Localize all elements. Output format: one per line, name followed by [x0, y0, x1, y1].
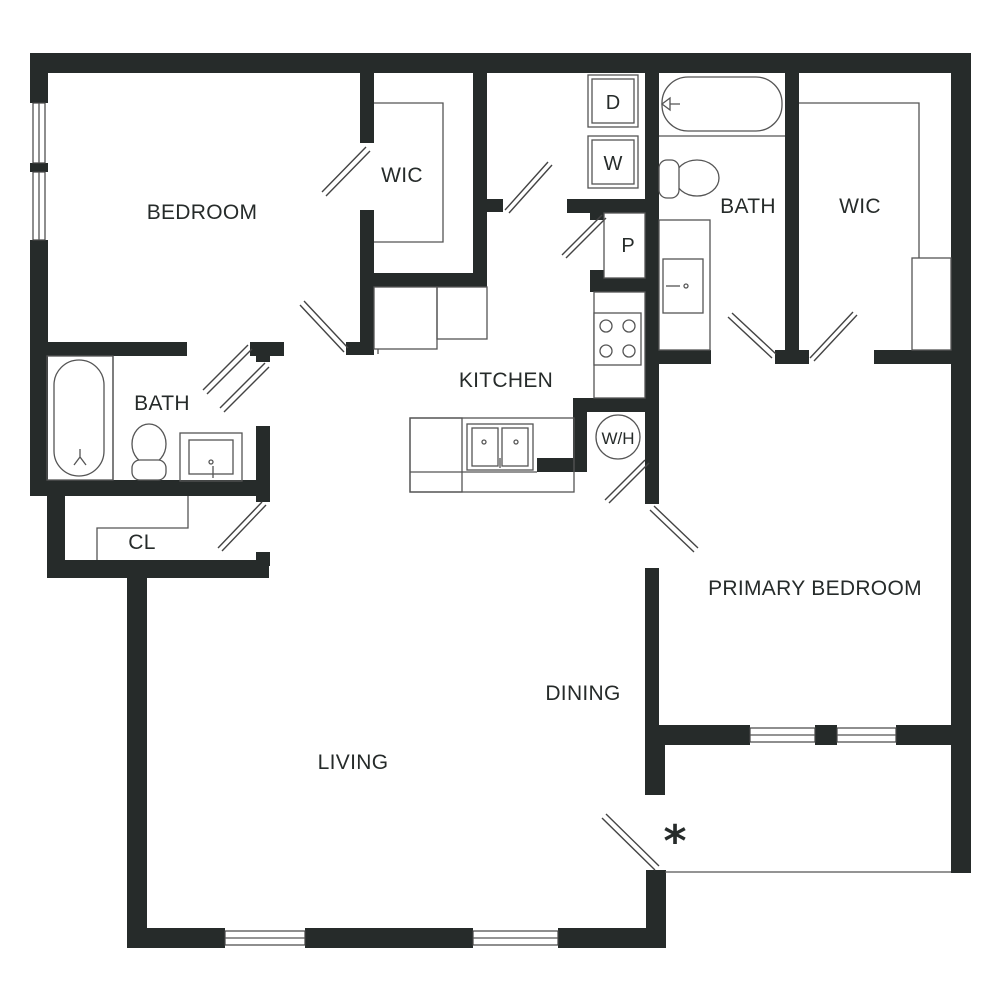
wall-bath-wic-divider — [785, 73, 799, 363]
wall-left-2 — [30, 163, 48, 172]
walls — [30, 53, 971, 948]
wall-kitchen-door-post — [473, 199, 503, 212]
wic-right-shelf — [799, 102, 920, 258]
wall-primary-bottom-1 — [645, 725, 750, 745]
sink-counter — [409, 417, 575, 493]
appliance-label-pantry: P — [621, 235, 634, 257]
wall-wh-top — [573, 398, 659, 412]
kitchen-cabinet — [436, 286, 488, 340]
dryer — [587, 74, 639, 128]
door-wic-right — [809, 311, 854, 359]
room-label-wic-right: WIC — [839, 195, 881, 218]
room-label-closet: CL — [128, 531, 155, 554]
wall-primary-left-top — [645, 350, 659, 462]
wall-bath-bottom — [30, 480, 270, 496]
room-label-bedroom: BEDROOM — [147, 201, 258, 224]
room-label-kitchen: KITCHEN — [459, 369, 553, 392]
fixtures — [46, 74, 952, 560]
range — [593, 312, 642, 366]
door-wic-left — [321, 146, 367, 193]
wall-closet-left — [47, 485, 65, 578]
door-primary — [649, 509, 695, 553]
wall-closet-bottom — [47, 560, 269, 578]
water-heater — [595, 414, 641, 460]
door-pantry — [561, 214, 603, 256]
wall-primary-left-mid — [645, 458, 659, 504]
door-patio — [601, 817, 656, 871]
windows — [32, 102, 897, 946]
wall-cl-post — [256, 552, 270, 566]
wall-wic-right — [473, 73, 487, 287]
closet-rod — [96, 496, 189, 560]
tub-left — [53, 359, 105, 477]
wall-bath-wic-post — [775, 350, 809, 364]
wall-pantry-bottom — [590, 278, 657, 292]
wall-living-left — [127, 572, 147, 947]
wall-living-right-low — [646, 870, 666, 948]
toilet-left — [131, 423, 167, 465]
door-kitchen-laundry — [504, 161, 549, 211]
room-label-bath-right: BATH — [720, 195, 776, 218]
patio-marker: * — [663, 816, 686, 867]
wall-bath-r-bottom — [645, 350, 711, 364]
wall-left-1 — [30, 53, 48, 103]
wall-bath-right-post — [256, 426, 270, 502]
wall-wic-r-bottom — [874, 350, 964, 364]
room-label-living: LIVING — [318, 751, 389, 774]
wall-wic-door-post — [346, 342, 374, 355]
wall-bottom-1 — [127, 928, 225, 948]
wic-right-shelf-box — [911, 257, 952, 351]
burner-1 — [599, 319, 613, 333]
labels: BEDROOM WIC BATH CL KITCHEN BATH WIC PRI… — [128, 92, 922, 867]
dishwasher — [409, 417, 463, 493]
wall-wh-left — [573, 398, 587, 472]
wall-wic-bottom — [360, 273, 487, 287]
vanity-left — [179, 432, 243, 482]
door-bath-left-1 — [202, 344, 249, 391]
wall-wic-left-top — [360, 73, 374, 143]
wall-bedroom-bath — [47, 342, 187, 356]
wall-pantry-left-top — [590, 199, 604, 220]
pantry-shelf — [603, 212, 646, 279]
doors — [202, 146, 858, 871]
wic-left-shelf — [374, 102, 444, 243]
wall-primary-bottom-2 — [815, 725, 837, 745]
wall-top — [30, 53, 971, 73]
wall-laundry-right — [645, 73, 659, 363]
wall-bottom-2 — [305, 928, 473, 948]
appliance-label-water-heater: W/H — [601, 429, 634, 448]
vanity-right — [658, 219, 711, 351]
burner-3 — [599, 344, 613, 358]
wall-bath-door-post2 — [256, 342, 270, 362]
washer — [587, 135, 639, 189]
kitchen-sink — [466, 423, 534, 471]
wall-counter-end — [537, 458, 587, 472]
burner-2 — [622, 319, 636, 333]
appliance-label-washer: W — [604, 153, 623, 175]
room-label-wic-left: WIC — [381, 164, 423, 187]
door-bedroom — [299, 304, 345, 353]
room-label-bath-left: BATH — [134, 392, 190, 415]
wall-left-3 — [30, 240, 48, 495]
appliance-label-dryer: D — [606, 92, 620, 114]
door-bath-left-2 — [219, 362, 266, 409]
door-water-heater — [604, 459, 646, 501]
wall-primary-bottom-3 — [896, 725, 971, 745]
room-label-dining: DINING — [545, 682, 620, 705]
wall-bottom-3 — [558, 928, 666, 948]
toilet-right — [674, 159, 720, 197]
wall-pantry-top — [567, 199, 657, 213]
fridge — [373, 286, 438, 350]
room-label-primary-bedroom: PRIMARY BEDROOM — [708, 577, 922, 600]
burner-4 — [622, 344, 636, 358]
door-closet — [217, 501, 263, 549]
wall-right — [951, 53, 971, 873]
door-bath-right — [727, 316, 773, 359]
